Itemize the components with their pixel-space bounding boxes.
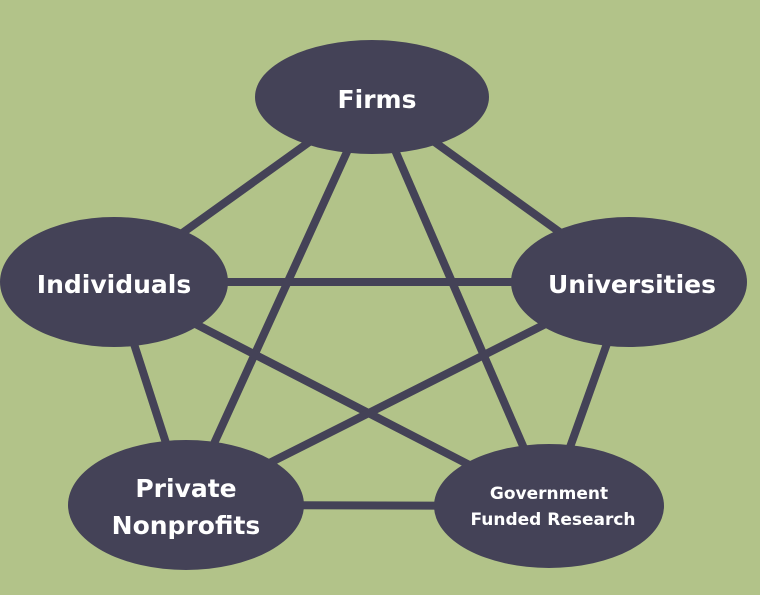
- node-private-nonprofits-label-line-2: Nonprofits: [112, 511, 261, 540]
- node-universities-shape: [511, 217, 747, 347]
- node-government-funded-research: Government Funded Research: [434, 444, 664, 568]
- node-firms-label: Firms: [338, 85, 417, 114]
- edge-firms-to-government-funded-research: [368, 95, 553, 508]
- node-firms-shape: [255, 40, 489, 154]
- node-universities-label: Universities: [548, 270, 716, 299]
- node-private-nonprofits-label-line-1: Private: [135, 474, 236, 503]
- node-individuals-label: Individuals: [37, 270, 191, 299]
- edge-firms-to-private-nonprofits: [182, 95, 376, 507]
- node-individuals: Individuals: [0, 217, 228, 347]
- node-government-funded-research-shape: [434, 444, 664, 568]
- node-private-nonprofits-shape: [68, 440, 304, 570]
- node-private-nonprofits: Private Nonprofits: [68, 440, 304, 570]
- node-firms: Firms: [255, 40, 489, 154]
- node-individuals-shape: [0, 217, 228, 347]
- node-government-funded-research-label-line-1: Government: [490, 484, 608, 504]
- node-universities: Universities: [511, 217, 747, 347]
- nodes-layer: Firms Individuals Universities Private N…: [0, 40, 747, 570]
- node-government-funded-research-label-line-2: Funded Research: [470, 510, 635, 530]
